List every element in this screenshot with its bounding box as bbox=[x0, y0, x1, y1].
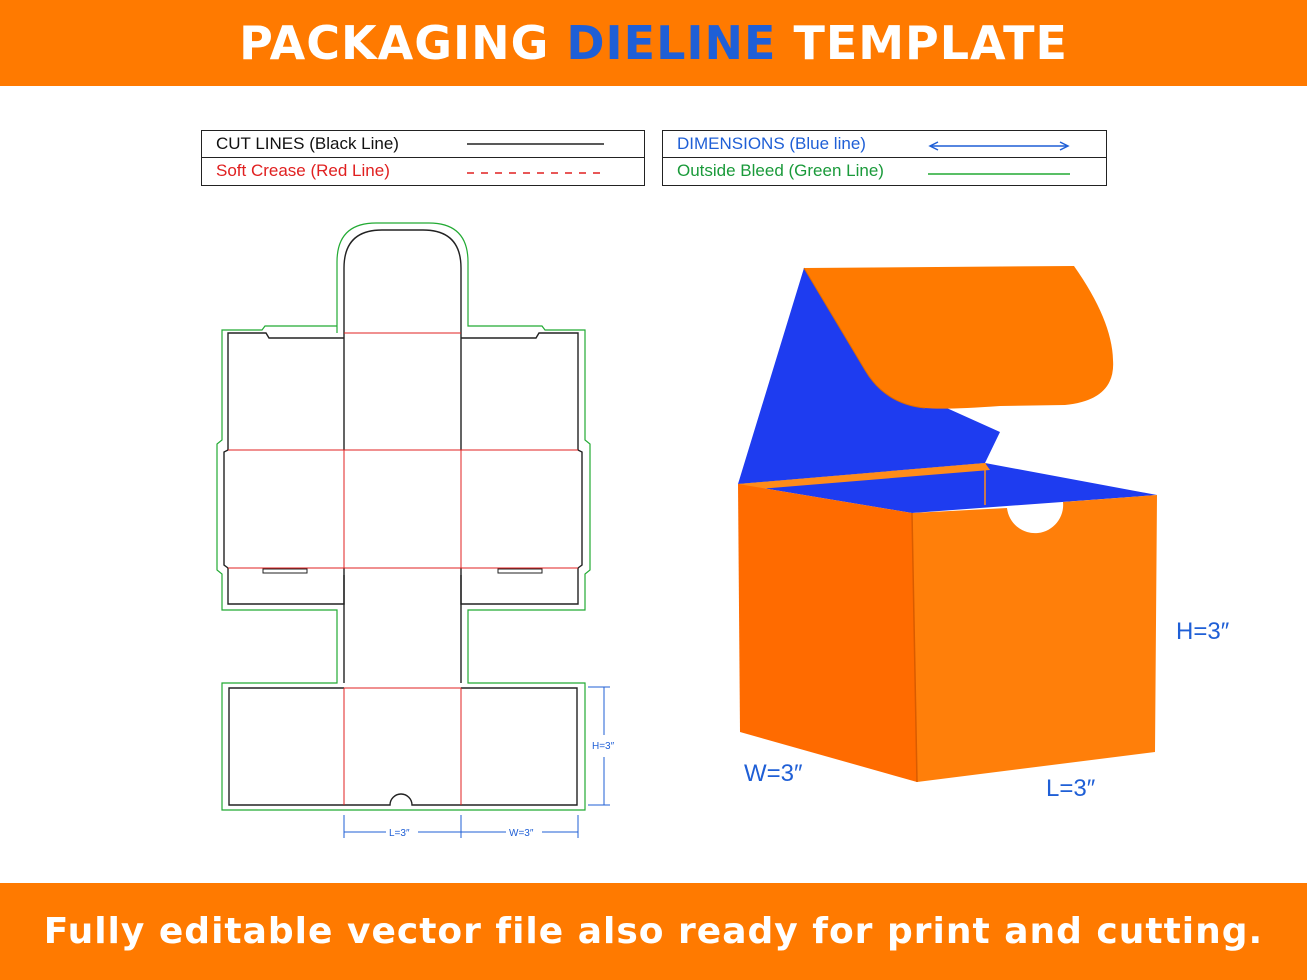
footer-banner: Fully editable vector file also ready fo… bbox=[0, 883, 1307, 980]
legend-crease-line-sample bbox=[467, 172, 604, 174]
legend-dimension-arrow-sample bbox=[928, 141, 1070, 151]
legend-divider bbox=[663, 157, 1106, 158]
legend-left: CUT LINES (Black Line) Soft Crease (Red … bbox=[201, 130, 645, 186]
title-highlight: DIELINE bbox=[566, 16, 777, 70]
title-part-1: PACKAGING bbox=[239, 16, 567, 70]
bleed-outline bbox=[216, 222, 591, 811]
right-dust-flap bbox=[461, 332, 579, 450]
box-right-face bbox=[912, 495, 1157, 782]
thumb-notch bbox=[344, 793, 461, 806]
legend-cut-line-sample bbox=[467, 143, 604, 145]
left-dust-flap bbox=[227, 332, 344, 450]
legend-outside-bleed-label: Outside Bleed (Green Line) bbox=[677, 161, 884, 180]
legend-bleed-line-sample bbox=[928, 173, 1070, 175]
box-top-rim bbox=[738, 463, 990, 490]
box-left-face bbox=[738, 484, 917, 782]
box-length-label: L=3″ bbox=[1046, 775, 1096, 802]
header-banner: PACKAGING DIELINE TEMPLATE bbox=[0, 0, 1307, 86]
box-width-label: W=3″ bbox=[744, 760, 803, 787]
page-title: PACKAGING DIELINE TEMPLATE bbox=[239, 16, 1068, 70]
side-panels bbox=[223, 449, 583, 569]
title-part-2: TEMPLATE bbox=[776, 16, 1068, 70]
legend-soft-crease-label: Soft Crease (Red Line) bbox=[216, 161, 390, 180]
left-slot bbox=[262, 568, 308, 574]
crease-lines bbox=[228, 332, 578, 805]
legend-right: DIMENSIONS (Blue line) Outside Bleed (Gr… bbox=[662, 130, 1107, 186]
legend-divider bbox=[202, 157, 644, 158]
right-slot bbox=[497, 568, 543, 574]
box-open-lid bbox=[804, 266, 1114, 409]
dieline-diagram: H=3″ L=3″ W=3″ bbox=[216, 222, 615, 839]
legend-cut-lines-label: CUT LINES (Black Line) bbox=[216, 134, 399, 153]
dieline-height-label: H=3″ bbox=[592, 741, 615, 752]
dimension-lines bbox=[343, 686, 610, 838]
dieline-width-label: W=3″ bbox=[509, 828, 534, 839]
box-height-label: H=3″ bbox=[1176, 618, 1230, 645]
box-3d-illustration bbox=[738, 266, 1157, 783]
top-tuck-flap bbox=[343, 229, 462, 333]
footer-text: Fully editable vector file also ready fo… bbox=[43, 911, 1264, 952]
dieline-length-label: L=3″ bbox=[389, 828, 410, 839]
bottom-panels bbox=[228, 687, 578, 806]
legend-dimensions-label: DIMENSIONS (Blue line) bbox=[677, 134, 866, 153]
